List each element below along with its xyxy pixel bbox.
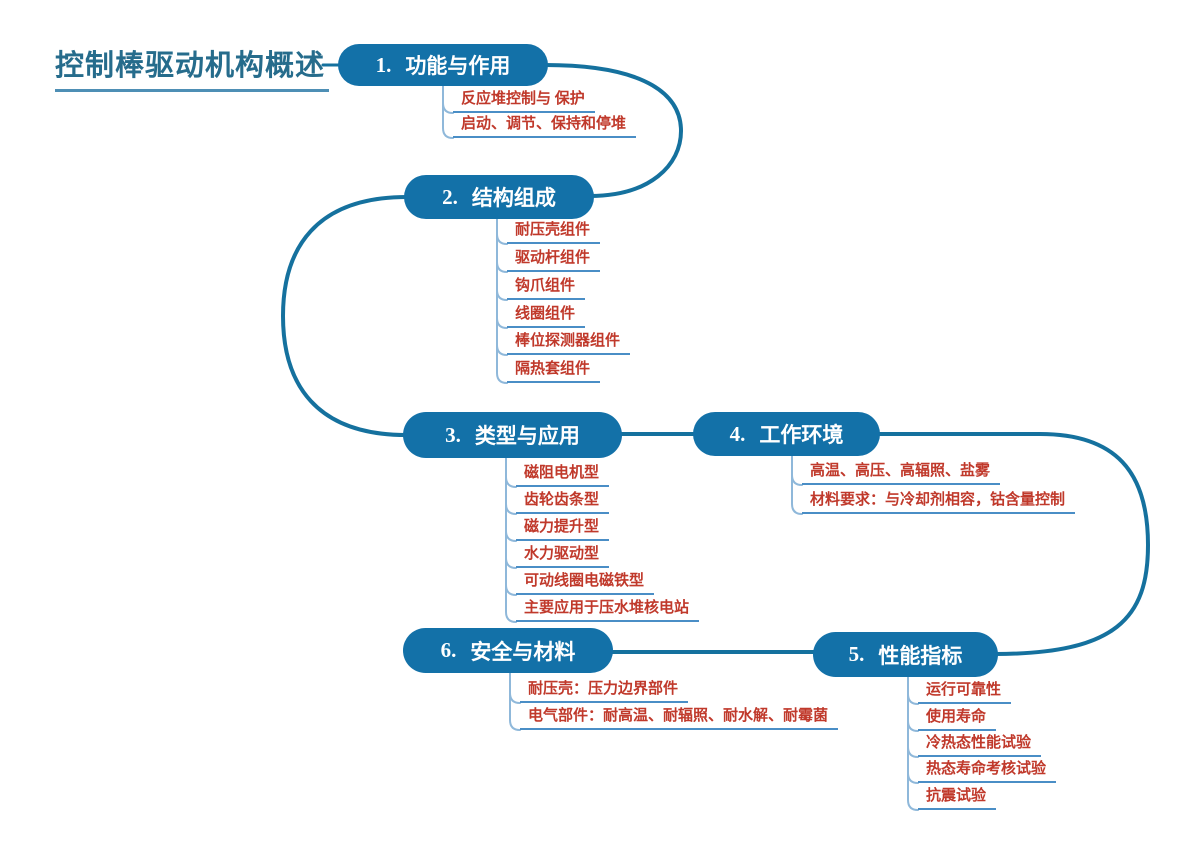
subtopic-1-2[interactable]: 启动、调节、保持和停堆 (453, 114, 637, 138)
subtopic-2-1[interactable]: 耐压壳组件 (507, 220, 601, 244)
curve-topic1-topic2 (543, 63, 684, 198)
subtopic-3-3[interactable]: 磁力提升型 (516, 517, 610, 541)
branch-lines-topic3 (505, 457, 517, 623)
subtopic-6-2[interactable]: 电气部件：耐高温、耐辐照、耐水解、耐霉菌 (520, 706, 839, 730)
branch-lines-topic2 (496, 218, 508, 384)
main-topic-6[interactable]: 6. 安全与材料 (403, 628, 613, 673)
subtopic-1-1[interactable]: 反应堆控制与 保护 (453, 89, 595, 113)
subtopic-2-2[interactable]: 驱动杆组件 (507, 248, 601, 272)
branch-lines-topic6 (509, 672, 521, 731)
subtopic-5-1[interactable]: 运行可靠性 (918, 680, 1012, 704)
curve-topic4-topic5 (876, 432, 1151, 656)
subtopic-2-3[interactable]: 钩爪组件 (507, 276, 586, 300)
branch-lines-topic5 (907, 676, 919, 811)
subtopic-3-1[interactable]: 磁阻电机型 (516, 463, 610, 487)
branch-lines-topic4 (791, 455, 803, 515)
topic-1-label: 功能与作用 (405, 54, 511, 78)
subtopic-3-2[interactable]: 齿轮齿条型 (516, 490, 610, 514)
branch-lines-topic1 (442, 84, 454, 139)
topic-6-number: 6. (440, 638, 457, 662)
main-topic-5[interactable]: 5. 性能指标 (813, 632, 998, 677)
main-topic-1[interactable]: 1. 功能与作用 (338, 44, 548, 86)
topic-5-label: 性能指标 (878, 643, 963, 668)
subtopic-2-5[interactable]: 棒位探测器组件 (507, 331, 631, 355)
topic-2-label: 结构组成 (471, 186, 556, 210)
subtopic-4-2[interactable]: 材料要求：与冷却剂相容，钴含量控制 (802, 490, 1076, 514)
subtopic-4-1[interactable]: 高温、高压、高辐照、盐雾 (802, 461, 1001, 485)
topic-2-number: 2. (442, 184, 458, 209)
curve-topic2-topic3 (280, 195, 409, 437)
root-topic[interactable]: 控制棒驱动机构概述 (55, 42, 330, 92)
topic-3-label: 类型与应用 (474, 424, 580, 448)
topic-4-number: 4. (729, 421, 746, 446)
main-topic-2[interactable]: 2. 结构组成 (404, 175, 594, 219)
topic-4-label: 工作环境 (759, 423, 844, 447)
subtopic-3-6[interactable]: 主要应用于压水堆核电站 (516, 598, 700, 622)
subtopic-5-4[interactable]: 热态寿命考核试验 (918, 759, 1057, 783)
subtopic-2-4[interactable]: 线圈组件 (507, 304, 586, 328)
subtopic-6-1[interactable]: 耐压壳：压力边界部件 (520, 679, 689, 703)
subtopic-3-5[interactable]: 可动线圈电磁铁型 (516, 571, 655, 595)
topic-5-number: 5. (848, 642, 865, 666)
subtopic-5-3[interactable]: 冷热态性能试验 (918, 733, 1042, 757)
main-topic-4[interactable]: 4. 工作环境 (693, 412, 880, 456)
subtopic-2-6[interactable]: 隔热套组件 (507, 359, 601, 383)
subtopic-5-5[interactable]: 抗震试验 (918, 786, 997, 810)
main-topic-3[interactable]: 3. 类型与应用 (403, 412, 622, 458)
subtopic-3-4[interactable]: 水力驱动型 (516, 544, 610, 568)
topic-1-number: 1. (375, 52, 392, 77)
topic-6-label: 安全与材料 (470, 639, 576, 664)
topic-3-number: 3. (445, 422, 461, 447)
subtopic-5-2[interactable]: 使用寿命 (918, 707, 997, 731)
